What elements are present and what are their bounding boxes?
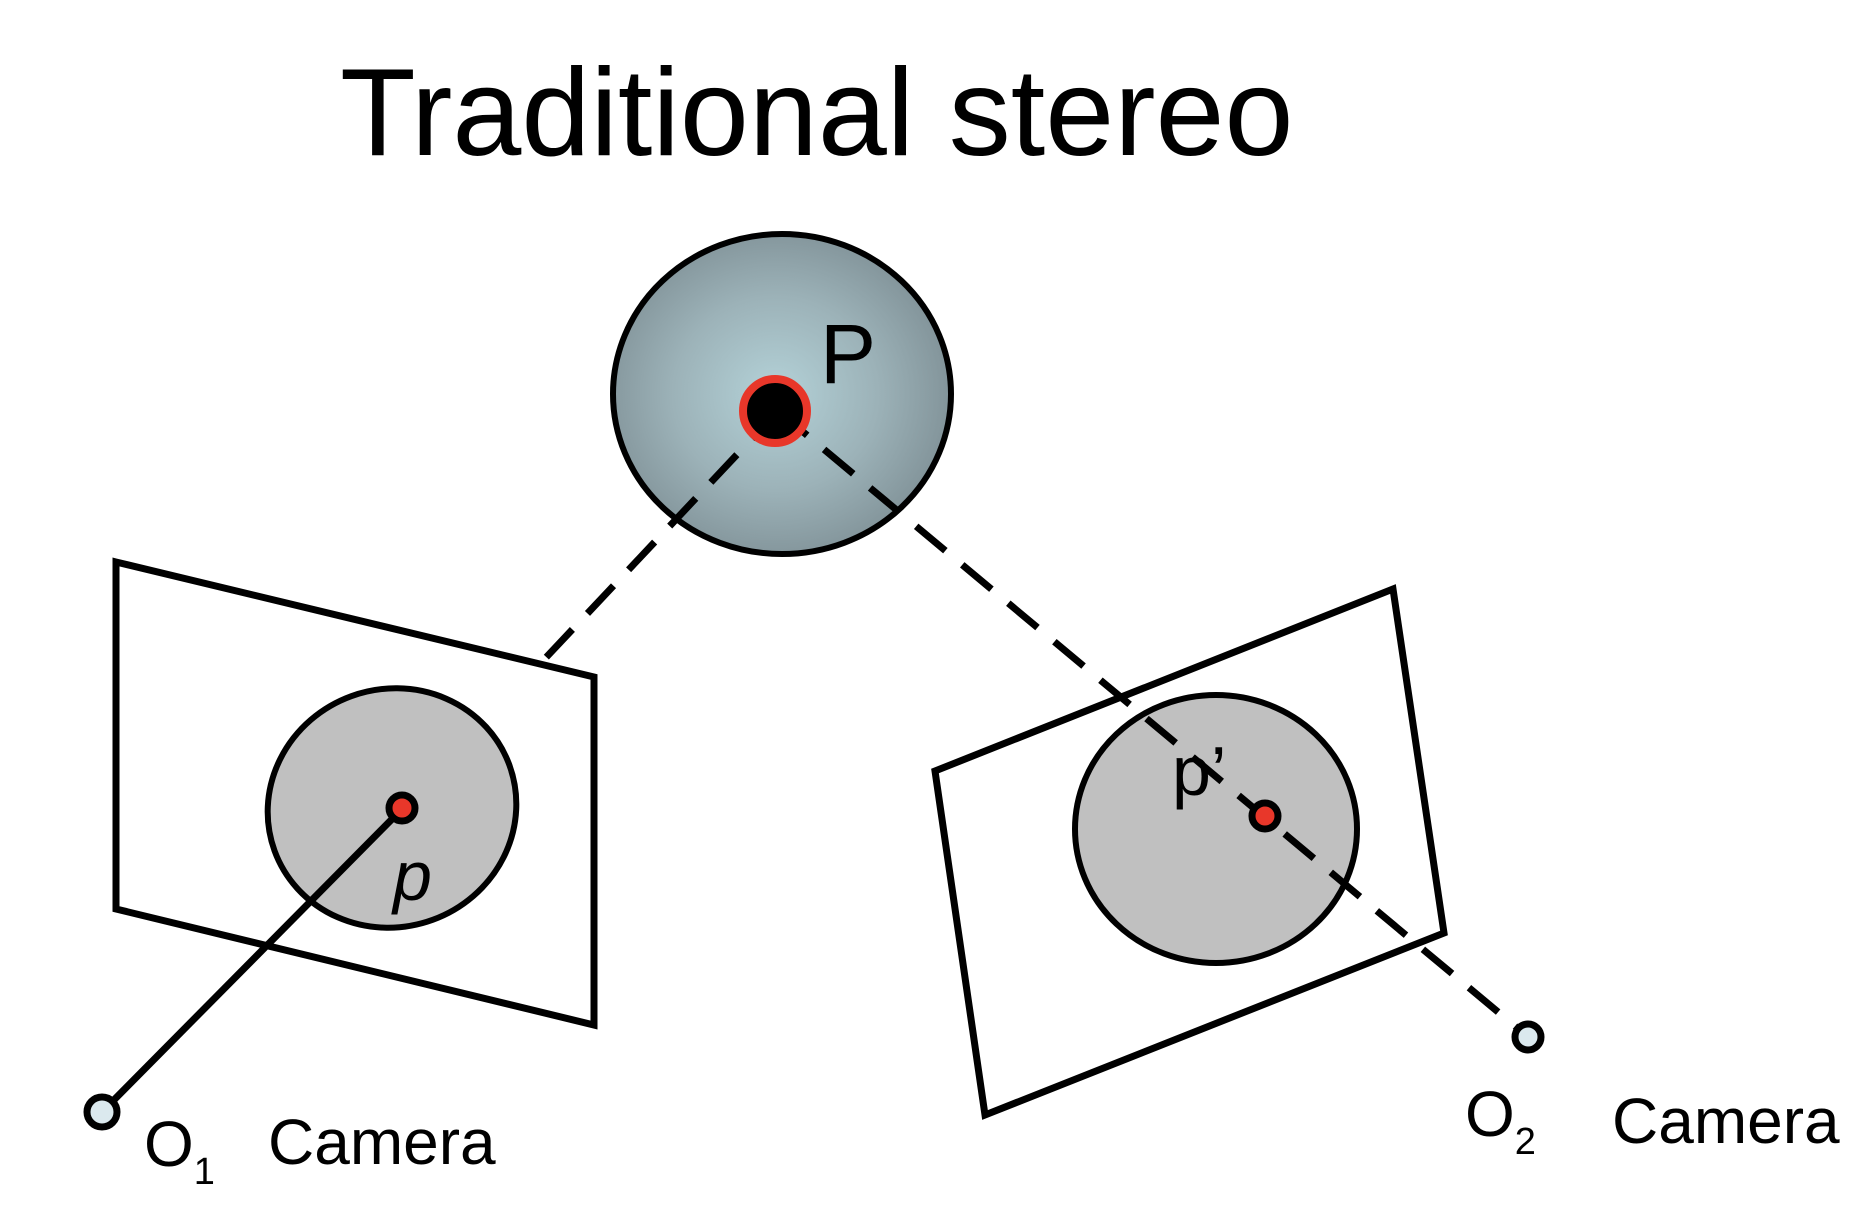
left-image-point-label: p: [391, 837, 432, 915]
right-camera-label: Camera: [1612, 1085, 1840, 1157]
left-camera-center-label: O1: [144, 1108, 215, 1193]
left-camera-label: Camera: [268, 1106, 496, 1178]
right-camera-center: [1511, 1020, 1545, 1054]
right-projection-ray: [775, 408, 1531, 1040]
right-image-blob: [1072, 692, 1360, 966]
left-image-plane: [112, 557, 598, 1030]
left-camera-ray: [99, 806, 405, 1115]
left-camera-center: [83, 1093, 121, 1131]
right-camera-center-label: O2: [1465, 1078, 1536, 1163]
left-image-point: [385, 791, 419, 825]
scene-point-label: P: [820, 307, 876, 401]
scene-point-P: [739, 375, 811, 447]
right-image-plane: [931, 584, 1448, 1120]
right-image-point: [1248, 799, 1282, 833]
right-image-point-label: p’: [1172, 732, 1226, 810]
diagram-title: Traditional stereo: [340, 44, 1293, 182]
